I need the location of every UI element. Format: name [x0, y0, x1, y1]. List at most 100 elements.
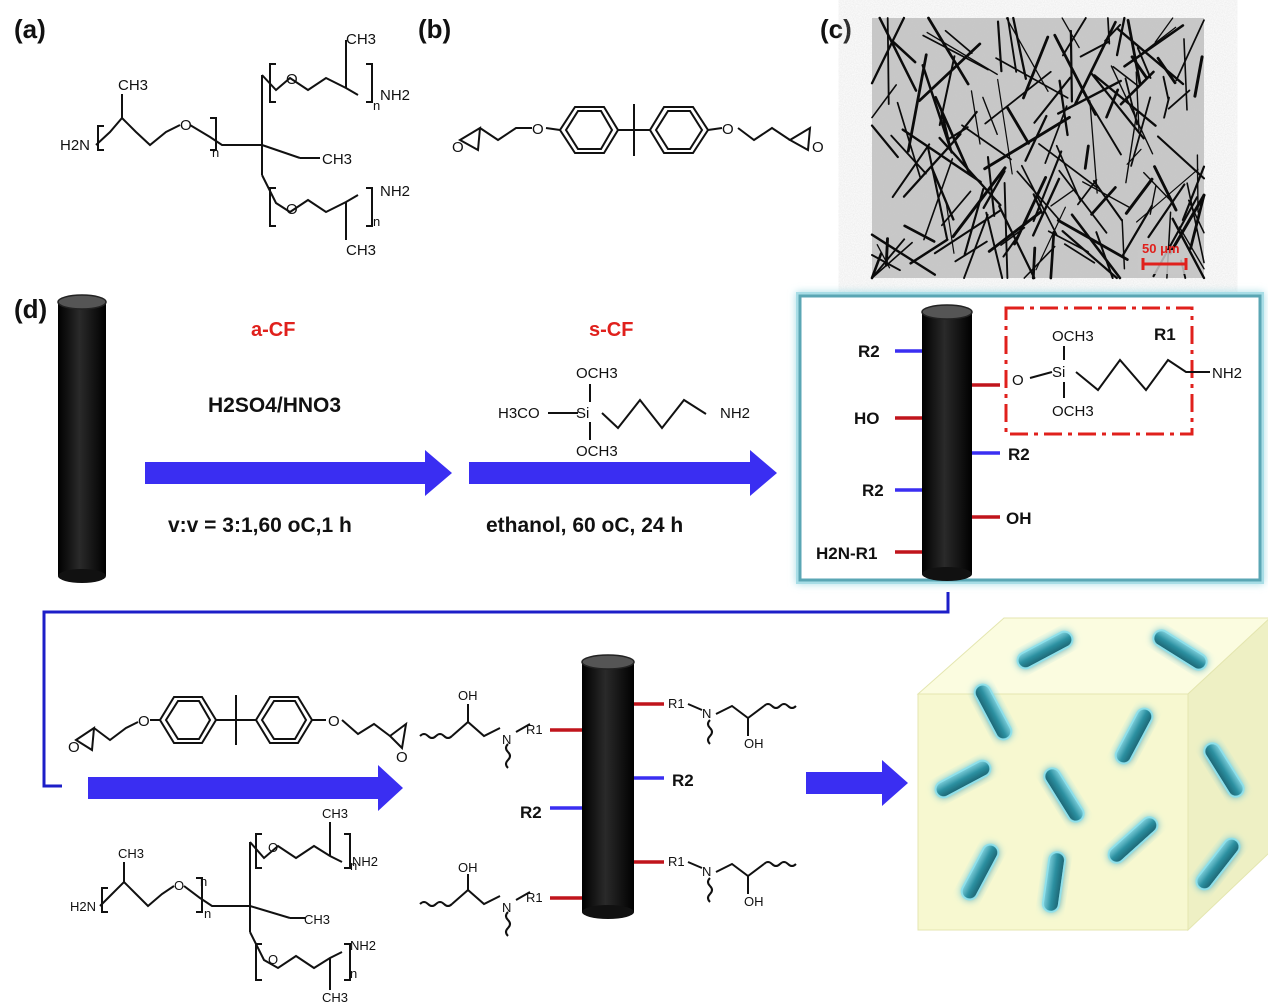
micrograph-fiber — [1143, 171, 1173, 203]
micrograph-fiber — [1186, 182, 1205, 264]
micrograph-fiber — [1196, 154, 1199, 213]
micrograph-fiber — [1147, 183, 1186, 239]
d-pea-o-2: O — [268, 840, 278, 855]
micrograph-fiber — [902, 132, 962, 198]
micrograph-fiber — [1020, 164, 1058, 236]
d-pea-n-2: n — [350, 858, 357, 873]
micrograph-fiber — [1130, 96, 1152, 167]
micrograph-fiber — [922, 34, 989, 71]
micrograph-fiber — [1126, 148, 1142, 165]
micrograph-fiber — [1135, 71, 1140, 131]
micrograph-fiber — [870, 233, 937, 276]
micrograph-fiber — [1053, 33, 1097, 116]
a-cf-label: a-CF — [251, 319, 295, 341]
r1-si: Si — [1052, 364, 1065, 381]
panel-label-b: (b) — [418, 14, 451, 44]
a-o-label-3: O — [286, 201, 298, 218]
micrograph-fiber — [947, 126, 969, 141]
micrograph-fiber — [1089, 100, 1098, 194]
polyetheramine-structure — [95, 40, 373, 240]
micrograph-fiber — [870, 16, 906, 85]
surface-groups-frame — [895, 349, 1000, 554]
cured-r2-right: R2 — [672, 771, 694, 790]
micrograph-fiber — [1006, 17, 1018, 73]
a-ch3-label-3: CH3 — [322, 151, 352, 168]
a-n-label-2: n — [373, 98, 380, 113]
micrograph-fiber — [961, 124, 1012, 161]
micrograph-fiber — [1115, 16, 1126, 57]
micrograph-fiber — [1123, 24, 1185, 68]
micrograph-fiber — [963, 187, 985, 256]
micrograph-fiber — [891, 143, 931, 199]
micrograph-fiber — [930, 167, 955, 221]
frame-ho: HO — [854, 409, 880, 428]
acid-reagent-text: H2SO4/HNO3 — [208, 394, 341, 417]
cured-group-right-bottom — [687, 861, 797, 903]
micrograph-fiber — [1082, 181, 1130, 208]
micrograph-fiber — [1061, 17, 1087, 57]
scale-bar-label: 50 μm — [1142, 241, 1180, 256]
d-dgeba-o-1: O — [138, 713, 150, 730]
micrograph-fiber — [1178, 226, 1205, 270]
cured-group-left-bottom — [419, 874, 531, 937]
micrograph-fiber — [1032, 193, 1044, 215]
micrograph-fiber — [954, 240, 988, 263]
micrograph-fiber — [1050, 189, 1074, 207]
polyetheramine-structure-2 — [99, 822, 351, 990]
micrograph-fiber — [926, 31, 998, 76]
b-o-label-4: O — [812, 139, 824, 156]
composite-fiber — [1195, 837, 1241, 891]
a-n-label-3: n — [373, 214, 380, 229]
d-pea-n-sub: n — [200, 874, 207, 889]
panel-label-c: (c) — [820, 14, 852, 44]
d-pea-h2n: H2N — [70, 899, 96, 914]
micrograph-fiber — [901, 128, 982, 184]
cured-r2-left: R2 — [520, 803, 542, 822]
micrograph-fiber — [1110, 65, 1154, 155]
micrograph-fiber — [1079, 40, 1111, 58]
micrograph-fiber — [1031, 177, 1061, 237]
micrograph-fiber — [944, 29, 973, 54]
functionalized-fiber-frame — [796, 292, 1264, 584]
composite-fiber — [1043, 767, 1085, 823]
micrograph-fiber — [1162, 75, 1170, 101]
micrograph-fiber — [1070, 213, 1122, 280]
a-h2n-label: H2N — [60, 137, 90, 154]
micrograph-fiber — [1136, 46, 1152, 79]
cured-n-3: N — [702, 706, 711, 721]
frame-r2-1: R2 — [858, 342, 880, 361]
micrograph-fiber — [1032, 150, 1063, 223]
b-o-label-2: O — [532, 121, 544, 138]
acid-conditions: v:v = 3:1,60 oC,1 h — [168, 514, 352, 537]
composite-fiber — [1203, 742, 1245, 798]
micrograph-fiber — [982, 96, 998, 136]
micrograph-fiber — [1105, 88, 1120, 119]
micrograph-fiber — [1124, 177, 1154, 215]
cured-n-4: N — [702, 864, 711, 879]
micrograph-fiber — [891, 40, 917, 64]
micrograph-fiber — [1055, 144, 1081, 201]
micrograph-fiber — [1056, 218, 1129, 261]
micrograph-fiber — [1044, 105, 1068, 164]
carbon-fiber-cylinder-1 — [57, 294, 107, 583]
r1-nh2: NH2 — [1212, 365, 1242, 382]
cured-group-left-top — [419, 704, 531, 769]
micrograph-fiber — [1063, 243, 1096, 264]
cured-r1-4: R1 — [668, 854, 685, 869]
micrograph-fiber — [1135, 168, 1199, 223]
micrograph-fiber — [1156, 135, 1206, 180]
composite-fiber — [1107, 816, 1159, 864]
micrograph-fiber — [909, 238, 949, 265]
dgeba-structure — [458, 104, 812, 156]
d-dgeba-o-2: O — [328, 713, 340, 730]
micrograph-fiber — [983, 115, 1071, 171]
composite-fiber — [973, 683, 1013, 741]
micrograph-fiber — [1003, 182, 1009, 279]
composite-fiber — [1114, 707, 1154, 765]
micrograph-fiber — [1095, 231, 1114, 279]
aptms-och3-top: OCH3 — [576, 365, 618, 382]
d-dgeba-o-3: O — [68, 739, 80, 756]
carbon-fiber-cylinder-2 — [921, 304, 973, 581]
micrograph-fiber — [870, 252, 883, 280]
